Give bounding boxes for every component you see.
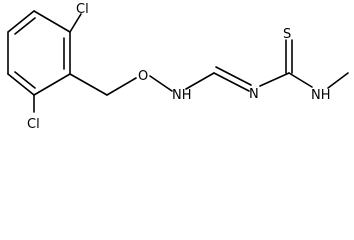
bond-ring-ch2 — [69, 73, 108, 96]
bond-ch-n-double-2 — [215, 66, 252, 86]
bond-n-c — [259, 72, 290, 87]
atom-nh-oxyamine: NH — [172, 88, 192, 103]
atom-oxygen: O — [138, 69, 148, 84]
ring-double-bond — [14, 17, 36, 35]
atom-cl-bottom: Cl — [27, 117, 40, 132]
ring-bond — [7, 73, 35, 96]
atom-cl-top: Cl — [76, 2, 89, 17]
atom-n-imine: N — [249, 87, 259, 102]
bond-o-nh — [149, 75, 173, 92]
atom-nh-methylamine: NH — [311, 88, 331, 103]
ring-bond — [33, 73, 71, 96]
ring-bond — [33, 10, 71, 33]
chemical-structure: Cl Cl O NH N S NH — [7, 2, 349, 132]
bond-nh-ch3 — [327, 72, 349, 89]
bond-c-nh — [288, 72, 313, 88]
ring-bond — [7, 10, 35, 33]
atom-sulfur: S — [283, 27, 291, 42]
bond-ch2-o — [106, 77, 137, 96]
bond-nh-ch — [185, 72, 215, 90]
ring-double-bond — [14, 71, 36, 89]
bond-ch-n-double-1 — [213, 72, 250, 92]
benzene-ring — [7, 10, 71, 96]
bond-ring-cl-top — [69, 13, 82, 33]
